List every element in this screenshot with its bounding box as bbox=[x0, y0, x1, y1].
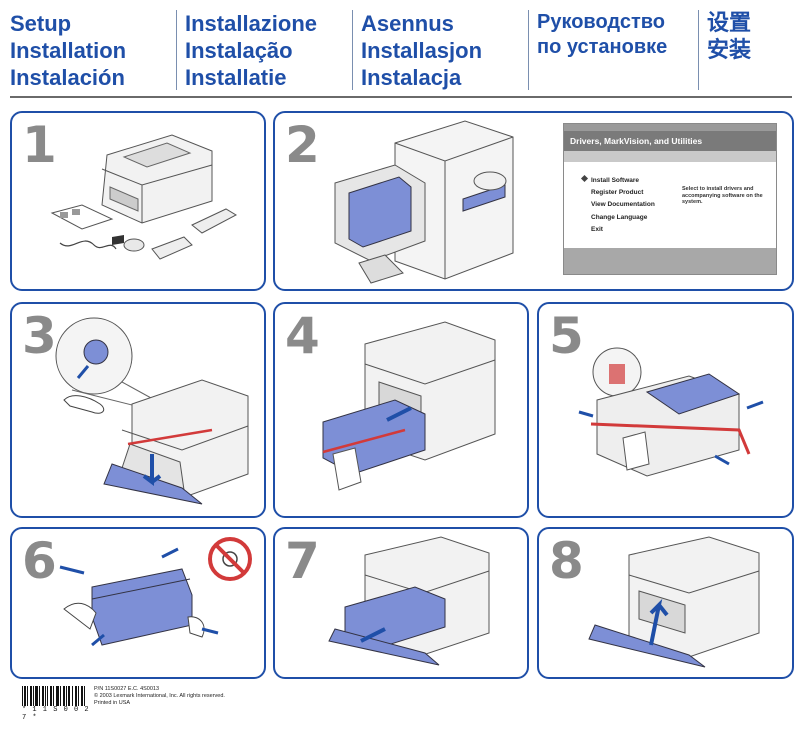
header-col-3: Asennus Installasjon Instalacja bbox=[352, 10, 482, 90]
open-front-door-illustration bbox=[55, 317, 249, 505]
step-number: 5 bbox=[549, 307, 584, 365]
header-col-4: Руководство по установке bbox=[528, 10, 667, 90]
step-3-panel: 3 bbox=[10, 302, 266, 518]
installer-title: Drivers, MarkVision, and Utilities bbox=[564, 131, 776, 151]
step-number: 2 bbox=[285, 116, 320, 174]
menu-register-product[interactable]: Register Product bbox=[591, 188, 644, 196]
printer-unboxing-illustration bbox=[50, 134, 238, 260]
step-4-panel: 4 bbox=[273, 302, 529, 518]
header-col-2: Installazione Instalação Installatie bbox=[176, 10, 317, 90]
part-number: P/N 11S0027 E.C. 4S0013 bbox=[94, 686, 160, 692]
title-asennus: Asennus bbox=[361, 11, 454, 36]
window-footer bbox=[564, 248, 776, 274]
title-instalacion: Instalación bbox=[10, 65, 125, 90]
remove-cartridge-illustration bbox=[322, 321, 496, 491]
step-1-panel: 1 bbox=[10, 111, 266, 291]
step-number: 6 bbox=[22, 532, 57, 590]
menu-view-documentation[interactable]: View Documentation bbox=[591, 201, 655, 208]
footer-info: P/N 11S0027 E.C. 4S0013 © 2003 Lexmark I… bbox=[94, 686, 334, 707]
copyright: © 2003 Lexmark International, Inc. All r… bbox=[94, 693, 225, 699]
title-installatie: Installatie bbox=[185, 65, 287, 90]
title-setup: Setup bbox=[10, 11, 72, 36]
step-7-panel: 7 bbox=[273, 527, 529, 679]
close-door-illustration bbox=[588, 536, 760, 668]
title-ru-line2: по установке bbox=[537, 36, 668, 58]
step-number: 3 bbox=[22, 307, 57, 365]
step-8-panel: 8 bbox=[537, 527, 794, 679]
title-zh-line2: 安装 bbox=[707, 38, 752, 63]
step-number: 1 bbox=[22, 116, 57, 174]
shake-cartridge-illustration bbox=[59, 537, 252, 647]
title-instalacao: Instalação bbox=[185, 38, 293, 63]
installer-description: Select to install drivers and accompanyi… bbox=[682, 186, 763, 205]
menu-exit[interactable]: Exit bbox=[591, 226, 603, 233]
step-number: 4 bbox=[285, 307, 320, 365]
step-6-panel: 6 bbox=[10, 527, 266, 679]
title-installazione: Installazione bbox=[185, 11, 318, 36]
window-titlebar bbox=[564, 124, 776, 131]
installer-menu: Install Software Register Product View D… bbox=[580, 174, 655, 239]
menu-install-software[interactable]: Install Software bbox=[580, 174, 655, 189]
header: Setup Installation Instalación Installaz… bbox=[0, 0, 802, 100]
step-number: 7 bbox=[285, 532, 320, 590]
title-installasjon: Installasjon bbox=[361, 38, 483, 63]
title-instalacja: Instalacja bbox=[361, 65, 462, 90]
installer-window: Drivers, MarkVision, and Utilities Insta… bbox=[563, 123, 777, 275]
header-col-1: Setup Installation Instalación bbox=[2, 10, 126, 90]
menu-change-language[interactable]: Change Language bbox=[591, 213, 648, 221]
step-5-panel: 5 bbox=[537, 302, 794, 518]
header-col-5: 设置 安装 bbox=[698, 10, 751, 90]
remove-packaging-illustration bbox=[578, 347, 764, 477]
barcode bbox=[22, 686, 85, 706]
insert-cartridge-illustration bbox=[328, 536, 490, 666]
printed-in: Printed in USA bbox=[94, 700, 131, 706]
barcode-text: * 1 1 S 0 0 2 7 * bbox=[22, 706, 90, 722]
computer-cd-illustration bbox=[334, 120, 514, 284]
header-rule bbox=[10, 96, 792, 98]
title-zh-line1: 设置 bbox=[707, 11, 752, 36]
step-2-panel: 2 Drivers, MarkVision, and Utilities Ins… bbox=[273, 111, 794, 291]
installer-body: Install Software Register Product View D… bbox=[564, 162, 776, 248]
step-number: 8 bbox=[549, 532, 584, 590]
diamond-icon bbox=[580, 174, 589, 183]
title-installation-fr: Installation bbox=[10, 38, 127, 63]
title-ru-line1: Руководство bbox=[537, 11, 666, 33]
